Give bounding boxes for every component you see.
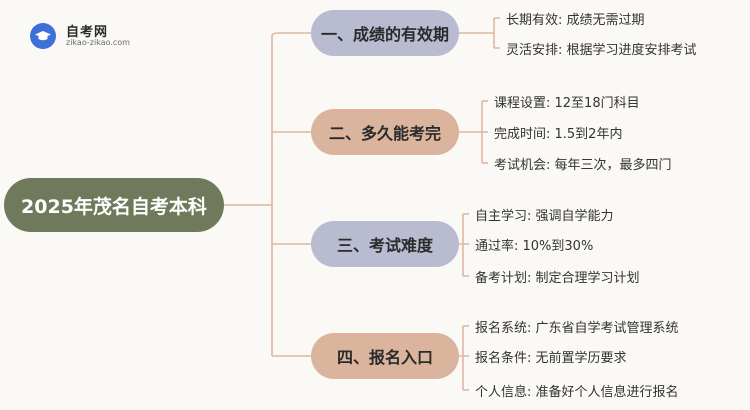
site-logo[interactable]: 自考网 zikao-zikao.com <box>30 20 150 50</box>
leaf-item: 报名条件: 无前置学历要求 <box>475 351 627 366</box>
branch1-connector <box>271 32 311 37</box>
branch4-leaf-spine <box>459 325 469 391</box>
logo-title: 自考网 <box>66 25 109 40</box>
logo-subtitle: zikao-zikao.com <box>66 38 130 47</box>
branch1-leaf-spine <box>459 17 500 49</box>
leaf-item: 考试机会: 每年三次，最多四门 <box>494 158 672 173</box>
leaf-item: 个人信息: 准备好个人信息进行报名 <box>475 385 679 400</box>
branch2-leaf-spine <box>459 100 488 164</box>
branch-node-difficulty: 三、考试难度 <box>311 221 459 267</box>
leaf-item: 长期有效: 成绩无需过期 <box>506 13 645 28</box>
leaf-item: 课程设置: 12至18门科目 <box>494 96 640 111</box>
branch-node-registration: 四、报名入口 <box>311 333 459 379</box>
leaf-item: 自主学习: 强调自学能力 <box>475 209 614 224</box>
leaf-item: 完成时间: 1.5到2年内 <box>494 127 623 142</box>
leaf-item: 报名系统: 广东省自学考试管理系统 <box>475 321 679 336</box>
leaf-item: 通过率: 10%到30% <box>475 239 594 254</box>
branch3-leaf-spine <box>459 213 469 277</box>
branch-node-duration: 二、多久能考完 <box>311 109 459 155</box>
leaf-item: 灵活安排: 根据学习进度安排考试 <box>506 43 697 58</box>
graduation-cap-icon <box>30 23 56 49</box>
leaf-item: 备考计划: 制定合理学习计划 <box>475 271 640 286</box>
branch-node-validity: 一、成绩的有效期 <box>311 10 459 56</box>
root-node: 2025年茂名自考本科 <box>4 178 224 232</box>
